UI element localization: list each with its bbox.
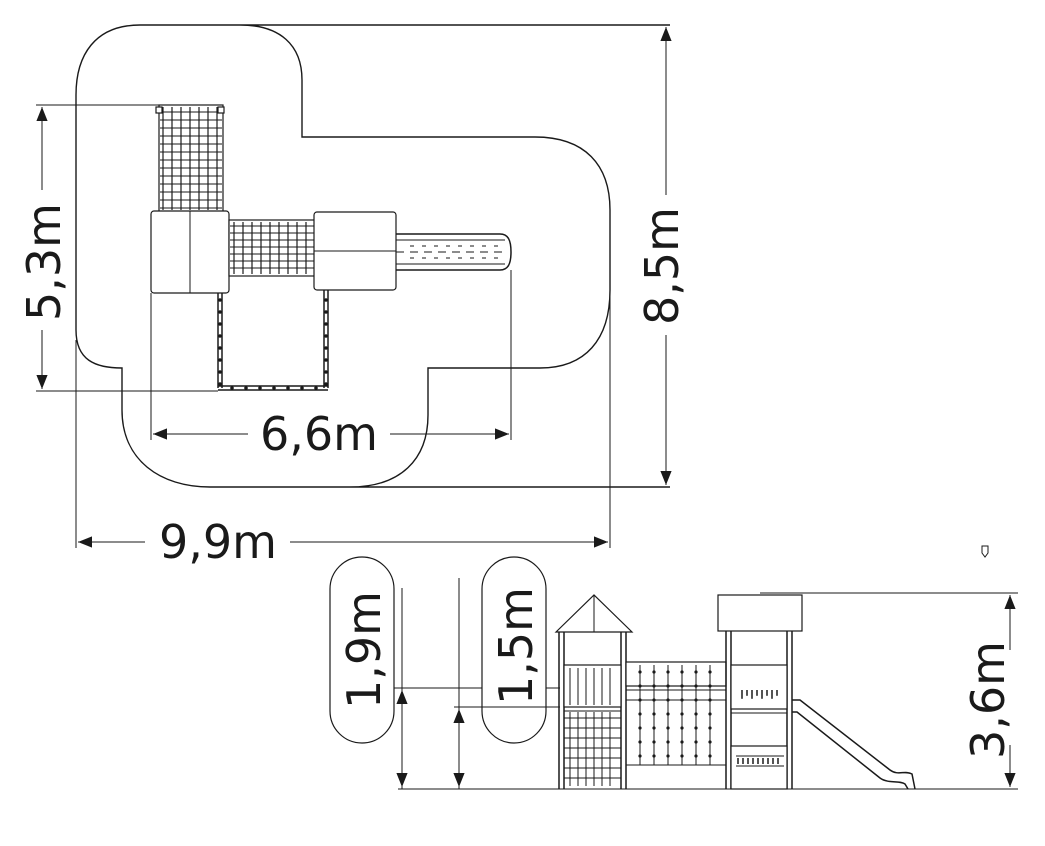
- plan-view: 5,3m 8,5m 6,6m 9,9m: [17, 24, 689, 569]
- width-label: 6,6m: [260, 407, 378, 461]
- platform-height-1-label: 1,9m: [337, 591, 391, 709]
- dimension-platform-height-2: 1,5m: [453, 556, 560, 789]
- rope-frame: [217, 290, 329, 391]
- elevation-view: 1,9m 1,5m: [329, 556, 1018, 790]
- corner-marker: [981, 545, 989, 558]
- dimension-width: 6,6m: [150, 270, 512, 461]
- slide-plan: [396, 233, 512, 271]
- total-height-label: 3,6m: [961, 641, 1015, 759]
- bridge-elevation: [625, 661, 727, 766]
- dimension-total-height: 3,6m: [760, 592, 1018, 787]
- overall-width-label: 9,9m: [159, 515, 277, 569]
- platform-height-2-label: 1,5m: [489, 587, 543, 705]
- left-tower-elevation: [554, 594, 634, 789]
- dimension-depth: 5,3m: [17, 104, 218, 392]
- climbing-net-top: [155, 104, 225, 213]
- right-tower-roof: [313, 211, 397, 291]
- net-bridge: [228, 219, 316, 277]
- depth-label: 5,3m: [17, 203, 71, 321]
- dimension-overall-depth: 8,5m: [635, 27, 689, 485]
- dimension-overall-width: 9,9m: [75, 290, 611, 569]
- right-tower-elevation: [717, 594, 803, 790]
- left-tower-roof: [150, 210, 230, 294]
- overall-depth-label: 8,5m: [635, 207, 689, 325]
- slide-elevation: [792, 699, 916, 790]
- dimension-platform-height-1: 1,9m: [329, 556, 560, 789]
